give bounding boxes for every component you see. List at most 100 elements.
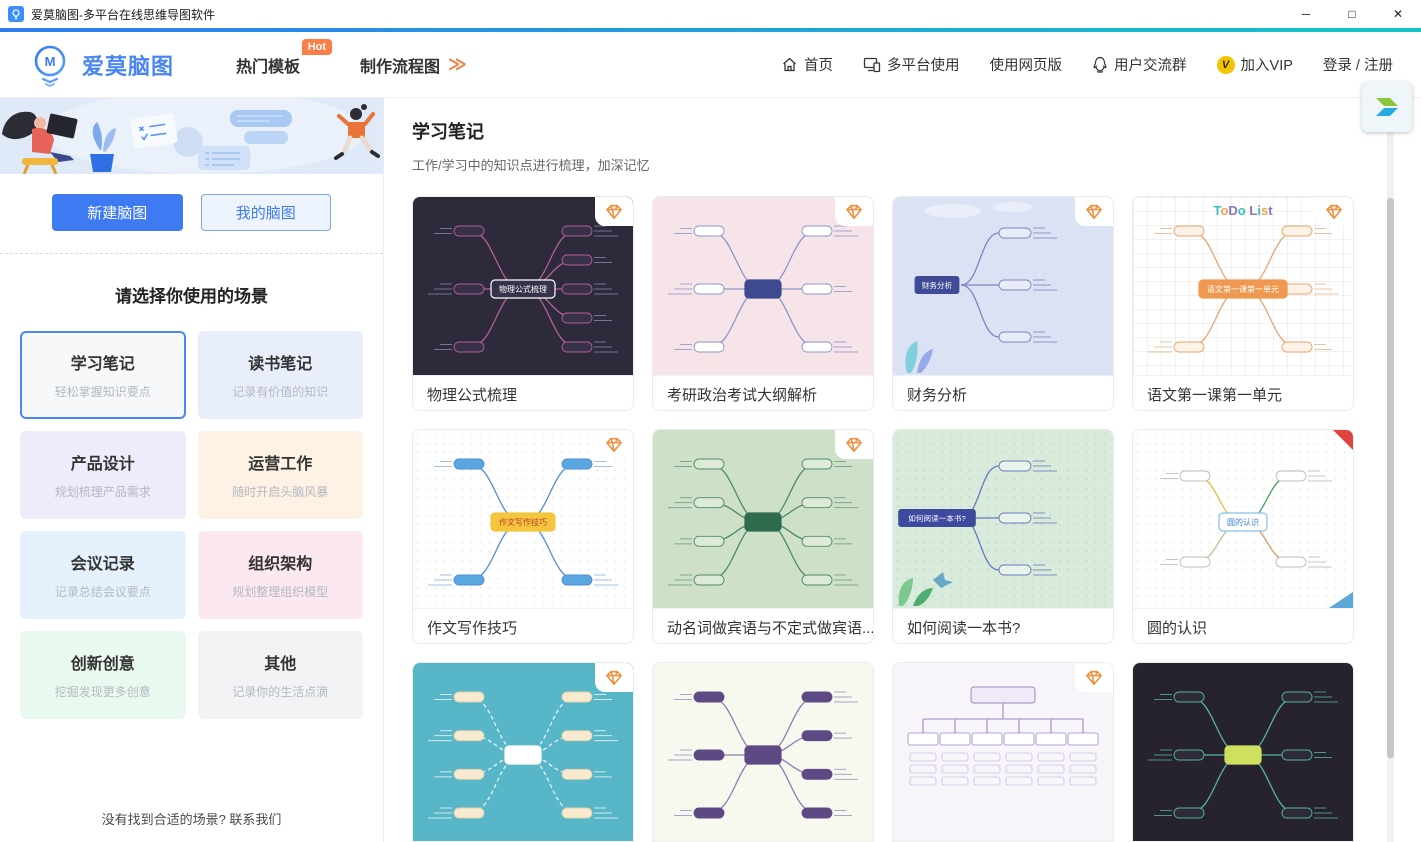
template-thumbnail <box>893 663 1113 841</box>
menu-hot-label: 热门模板 <box>236 58 301 76</box>
vip-gem-icon <box>835 197 873 226</box>
banner-illustration <box>0 98 383 174</box>
accent-divider <box>0 28 1421 32</box>
template-card[interactable]: 财务分析财务分析 <box>892 196 1114 411</box>
template-card[interactable]: 动名词做宾语与不定式做宾语... <box>652 429 874 644</box>
template-card[interactable]: 圆的认识圆的认识 <box>1132 429 1354 644</box>
logo-icon: M <box>34 45 66 87</box>
scene-card-other[interactable]: 其他记录你的生活点滴 <box>197 631 363 719</box>
scene-card-product-design[interactable]: 产品设计规划梳理产品需求 <box>20 431 186 519</box>
template-thumbnail <box>1133 663 1353 841</box>
screenshot-tool-icon[interactable] <box>1362 82 1412 132</box>
brand-logo[interactable]: M 爱莫脑图 <box>28 42 174 88</box>
scene-card-innovation[interactable]: 创新创意挖掘发现更多创意 <box>20 631 186 719</box>
contact-us-link[interactable]: 没有找到合适的场景? 联系我们 <box>101 812 282 827</box>
nav-link-label: 加入VIP <box>1240 58 1293 74</box>
scene-desc: 规划梳理产品需求 <box>54 485 151 499</box>
close-button[interactable]: ✕ <box>1392 7 1404 21</box>
scene-desc: 记录有价值的知识 <box>232 385 329 399</box>
minimize-button[interactable]: ─ <box>1301 7 1311 21</box>
new-mindmap-button[interactable]: 新建脑图 <box>52 194 183 231</box>
vip-icon: V <box>1216 55 1235 74</box>
scene-desc: 记录总结会议要点 <box>54 585 151 599</box>
template-card[interactable]: 语文第一课第一单元 ToDo List 语文第一课第一单元 <box>1132 196 1354 411</box>
svg-text:圆的认识: 圆的认识 <box>1227 517 1259 527</box>
maximize-button[interactable]: □ <box>1348 7 1356 21</box>
vip-gem-icon <box>1315 197 1353 226</box>
scene-desc: 挖掘发现更多创意 <box>54 685 151 699</box>
devices-icon <box>863 57 881 73</box>
vip-gem-icon <box>595 663 633 692</box>
nav-link-multiplatform[interactable]: 多平台使用 <box>863 54 960 75</box>
nav-link-usergroup[interactable]: 用户交流群 <box>1092 54 1187 75</box>
app-icon <box>8 6 24 22</box>
svg-text:M: M <box>45 54 56 69</box>
home-icon <box>783 57 796 72</box>
nav-link-label: 使用网页版 <box>989 58 1063 74</box>
page-title: 学习笔记 <box>412 122 484 142</box>
template-thumbnail: 作文写作技巧 <box>413 430 633 608</box>
corner-flag-icon <box>1333 430 1353 450</box>
svg-text:ToDo List: ToDo List <box>1213 203 1273 218</box>
nav-link-webversion[interactable]: 使用网页版 <box>990 54 1063 75</box>
template-card[interactable]: 如何阅读一本书? 如何阅读一本书? <box>892 429 1114 644</box>
vip-gem-icon <box>1075 197 1113 226</box>
scene-title: 读书笔记 <box>248 356 313 373</box>
qq-icon <box>1093 56 1107 73</box>
template-thumbnail <box>653 663 873 841</box>
my-mindmaps-button[interactable]: 我的脑图 <box>200 194 331 231</box>
svg-text:财务分析: 财务分析 <box>922 280 953 290</box>
scene-desc: 规划整理组织模型 <box>232 585 329 599</box>
scrollbar-thumb[interactable] <box>1387 198 1394 758</box>
title-bar: 爱莫脑图-多平台在线思维导图软件 ─ □ ✕ <box>0 0 1421 28</box>
menu-hot-templates[interactable]: 热门模板 Hot <box>236 38 333 77</box>
nav-link-login-register[interactable]: 登录 / 注册 <box>1323 54 1393 75</box>
template-card[interactable] <box>892 662 1114 842</box>
brand-name: 爱莫脑图 <box>82 53 175 79</box>
template-thumbnail <box>413 663 633 841</box>
template-card[interactable] <box>1132 662 1354 842</box>
template-card[interactable]: 物理公式梳理物理公式梳理 <box>412 196 634 411</box>
svg-text:如何阅读一本书?: 如何阅读一本书? <box>908 513 965 523</box>
template-thumbnail: 圆的认识 <box>1133 430 1353 608</box>
template-title: 财务分析 <box>893 375 1113 410</box>
scene-desc: 随时开启头脑风暴 <box>232 485 329 499</box>
scene-card-study-notes[interactable]: 学习笔记轻松掌握知识要点 <box>20 331 186 419</box>
template-card[interactable] <box>652 662 874 842</box>
template-title: 考研政治考试大纲解析 <box>653 375 873 410</box>
scene-grid: 学习笔记轻松掌握知识要点 读书笔记记录有价值的知识 产品设计规划梳理产品需求 运… <box>20 331 363 719</box>
scene-title: 其他 <box>264 656 297 673</box>
scene-desc: 轻松掌握知识要点 <box>54 385 151 399</box>
template-card[interactable]: 考研政治考试大纲解析 <box>652 196 874 411</box>
vip-gem-icon <box>1075 663 1113 692</box>
scene-card-reading-notes[interactable]: 读书笔记记录有价值的知识 <box>197 331 363 419</box>
template-card[interactable] <box>412 662 634 842</box>
nav-link-home[interactable]: 首页 <box>781 54 833 75</box>
template-title: 圆的认识 <box>1133 608 1353 643</box>
double-chevron-icon: ≫ <box>448 54 467 74</box>
scrollbar-track <box>1387 98 1394 842</box>
scene-card-org-structure[interactable]: 组织架构规划整理组织模型 <box>197 531 363 619</box>
template-title: 如何阅读一本书? <box>893 608 1113 643</box>
template-thumbnail <box>653 197 873 375</box>
template-thumbnail <box>653 430 873 608</box>
template-thumbnail: 物理公式梳理 <box>413 197 633 375</box>
svg-text:语文第一课第一单元: 语文第一课第一单元 <box>1207 284 1279 294</box>
nav-link-vip[interactable]: V 加入VIP <box>1216 54 1293 75</box>
menu-flow-label: 制作流程图 <box>360 58 441 76</box>
sidebar: 新建脑图 我的脑图 请选择你使用的场景 学习笔记轻松掌握知识要点 读书笔记记录有… <box>0 98 384 842</box>
svg-text:物理公式梳理: 物理公式梳理 <box>499 284 547 294</box>
template-title: 语文第一课第一单元 <box>1133 375 1353 410</box>
nav-link-label: 多平台使用 <box>887 58 960 74</box>
scene-card-meeting-notes[interactable]: 会议记录记录总结会议要点 <box>20 531 186 619</box>
vip-gem-icon <box>595 197 633 226</box>
template-title: 动名词做宾语与不定式做宾语... <box>653 608 873 643</box>
scene-title: 组织架构 <box>248 556 313 573</box>
vip-gem-icon <box>595 430 633 459</box>
template-title: 作文写作技巧 <box>413 608 633 643</box>
template-card[interactable]: 作文写作技巧作文写作技巧 <box>412 429 634 644</box>
menu-make-flowchart[interactable]: 制作流程图 ≫ <box>360 53 467 77</box>
scene-card-operations[interactable]: 运营工作随时开启头脑风暴 <box>197 431 363 519</box>
svg-text:作文写作技巧: 作文写作技巧 <box>499 517 547 527</box>
